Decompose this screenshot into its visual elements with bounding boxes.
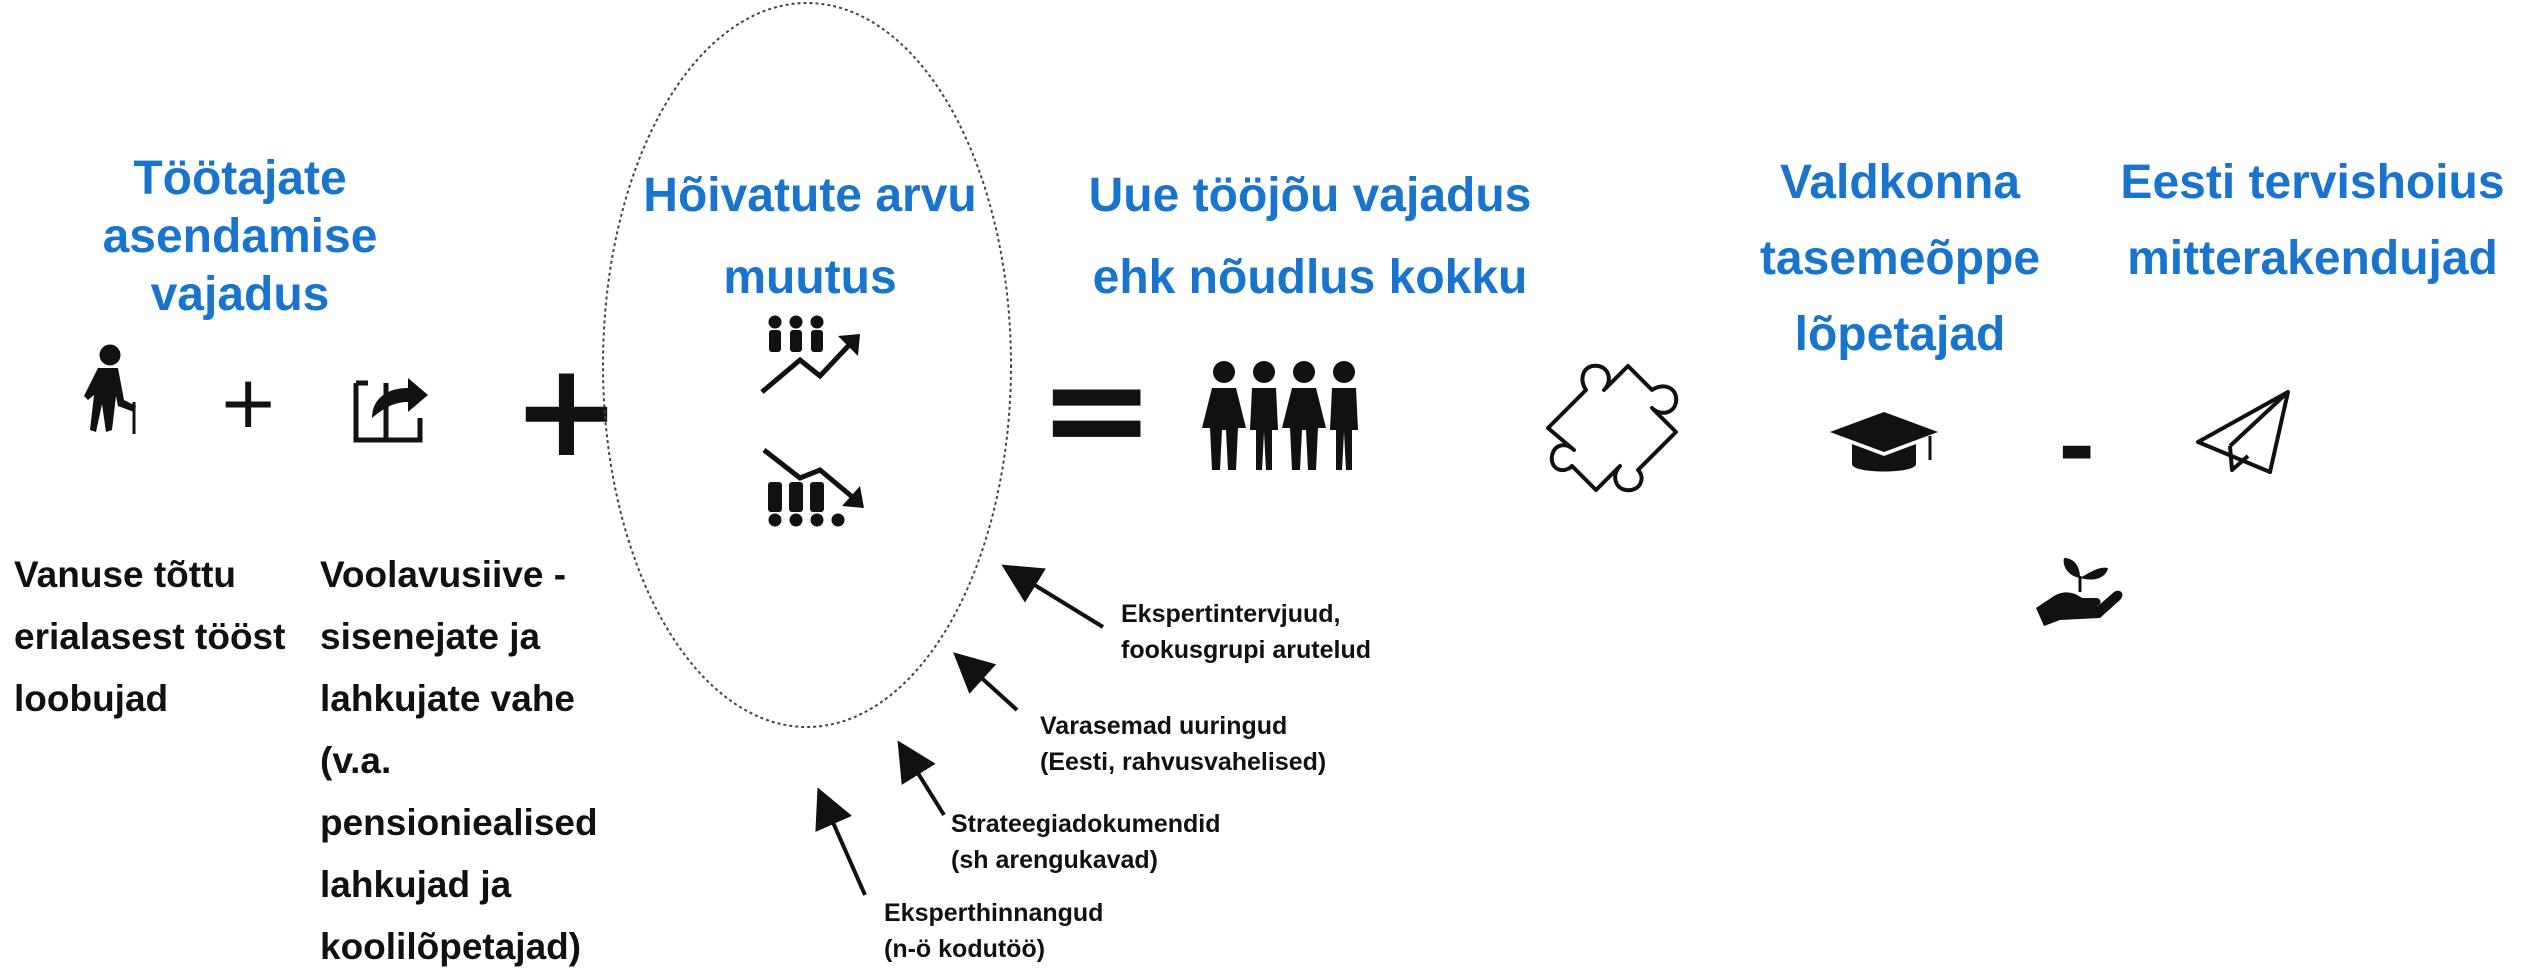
graduation-cap-icon [1830, 412, 1938, 472]
people-trend-up-icon [760, 315, 860, 394]
heading-employment-change: Hõivatute arvu muutus [643, 169, 977, 304]
arrow-expert-assessments [815, 787, 867, 896]
description-age-leavers: Vanuse tõttu erialasest tööst loobujad [14, 554, 286, 719]
arrow-previous-studies [953, 652, 1019, 712]
source-previous-studies: Varasemad uuringud (Eesti, rahvusvahelis… [1040, 712, 1327, 776]
equals-operator: = [1038, 328, 1156, 491]
source-strategy-docs: Strateegiadokumendid (sh arengukavad) [951, 810, 1221, 874]
puzzle-piece-icon [1546, 363, 1679, 493]
description-turnover: Voolavusiive - sisenejate ja lahkujate v… [320, 554, 598, 967]
heading-non-appliers: Eesti tervishoius mitterakendujad [2120, 156, 2505, 285]
group-people-icon [1202, 361, 1358, 470]
hand-sprout-icon [2036, 558, 2123, 626]
heading-new-labour-demand: Uue tööjõu vajadus ehk nõudlus kokku [1088, 169, 1532, 304]
source-expert-assessments: Eksperthinnangud (n-ö kodutöö) [884, 899, 1104, 963]
scope-ellipse [602, 2, 1012, 728]
elderly-person-icon [84, 344, 136, 434]
source-expert-interviews: Ekspertintervjuud, fookusgrupi arutelud [1121, 600, 1371, 664]
exit-share-icon [353, 378, 428, 443]
plus-operator-small: + [218, 360, 279, 444]
people-trend-down-icon [762, 448, 864, 527]
heading-graduates: Valdkonna tasemeõppe lõpetajad [1759, 156, 2041, 361]
paper-plane-icon [2196, 390, 2290, 474]
minus-operator: - [2058, 395, 2096, 500]
arrow-expert-interviews [1001, 564, 1105, 629]
heading-replacement-need: Töötajate asendamise vajadus [102, 152, 378, 321]
arrow-strategy-docs [897, 740, 946, 817]
